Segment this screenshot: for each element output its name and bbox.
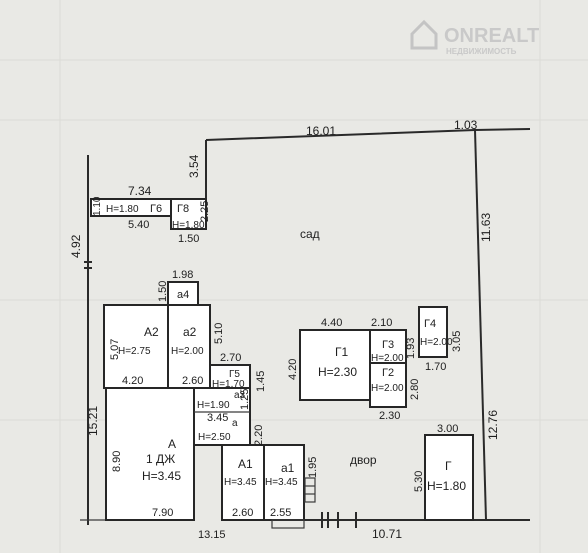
dim-g-height: 5.30 xyxy=(413,471,425,492)
room-a2-left xyxy=(103,304,169,389)
g3-height: H=2.00 xyxy=(371,353,404,364)
dim-a1-height: 1.95 xyxy=(307,457,319,478)
room-a1 xyxy=(221,444,265,521)
dim-g3-width: 2.10 xyxy=(371,317,392,329)
a1-lower-code: а1 xyxy=(281,461,295,475)
dim-g5-height: 1.45 xyxy=(255,371,267,392)
g-code: Г xyxy=(445,459,452,473)
dim-g6-height: 1.10 xyxy=(92,196,103,216)
dim-g1-width: 4.40 xyxy=(321,317,342,329)
dim-a2-bottom-left: 4.20 xyxy=(122,375,143,387)
dim-left-upper: 4.92 xyxy=(69,234,83,258)
g4-height: H=2.00 xyxy=(420,337,453,348)
dim-a2-height-left: 5.07 xyxy=(109,339,121,360)
a2-upper-height: H=2.75 xyxy=(118,346,151,357)
dim-g5-width: 2.70 xyxy=(220,352,241,364)
main-height: H=3.45 xyxy=(142,469,181,483)
porch-steps xyxy=(304,477,316,503)
dim-top-short: 1.03 xyxy=(454,118,478,132)
main-subtitle: 1 ДЖ xyxy=(146,452,175,466)
dim-g8-width: 1.50 xyxy=(178,233,199,245)
dim-g4-width: 1.70 xyxy=(425,361,446,373)
dim-a2-bottom-right: 2.60 xyxy=(182,375,203,387)
dim-g2-width: 2.30 xyxy=(379,410,400,422)
room-g xyxy=(424,434,474,521)
a-small-height: H=2.50 xyxy=(198,432,231,443)
a2-lower-height: H=2.00 xyxy=(171,346,204,357)
room-g8 xyxy=(170,198,207,230)
g2-height: H=2.00 xyxy=(371,383,404,394)
a-small-code: а xyxy=(232,418,238,429)
a4-code: а4 xyxy=(177,289,189,301)
g3-code: Г3 xyxy=(382,339,394,351)
dim-g6-inner: 5.40 xyxy=(128,219,149,231)
g1-height: H=2.30 xyxy=(318,365,357,379)
g-height: H=1.80 xyxy=(427,479,466,493)
garden-label: сад xyxy=(300,227,320,241)
dim-corner-height: 3.54 xyxy=(187,154,201,178)
g5-height: H=1.70 xyxy=(212,379,245,390)
dim-a1-small-width: 2.55 xyxy=(270,507,291,519)
dim-g2-height: 2.80 xyxy=(409,379,421,400)
room-a2-right xyxy=(167,304,211,389)
dim-left-lower: 15.21 xyxy=(86,406,100,436)
watermark: ONREALT НЕДВИЖИМОСТЬ xyxy=(410,19,539,56)
g1-code: Г1 xyxy=(335,345,348,359)
a1-upper-height: H=3.45 xyxy=(224,477,257,488)
dim-right-lower: 12.76 xyxy=(486,410,500,440)
dim-bottom-right: 10.71 xyxy=(372,527,402,541)
dim-top-long: 16.01 xyxy=(306,124,336,138)
yard-label: двор xyxy=(350,453,377,467)
g2-code: Г2 xyxy=(382,367,394,379)
dim-bottom-total: 13.15 xyxy=(198,529,226,541)
room-g4 xyxy=(418,306,448,358)
entry-step xyxy=(271,519,305,529)
dim-g-width: 3.00 xyxy=(437,423,458,435)
dim-g6-width: 7.34 xyxy=(128,184,152,198)
room-g1 xyxy=(299,329,371,401)
dim-main-height: 8.90 xyxy=(111,451,123,472)
g6-height: H=1.80 xyxy=(106,204,139,215)
dim-a2-height-right: 5.10 xyxy=(213,323,225,344)
dim-a1-width: 2.60 xyxy=(232,507,253,519)
dim-g3-height: 1.93 xyxy=(405,338,417,359)
main-code: А xyxy=(168,437,176,451)
a3-code: а3 xyxy=(234,390,246,401)
g8-height: H=1.80 xyxy=(172,220,205,231)
dim-a4-height: 1.50 xyxy=(157,281,169,302)
g8-code: Г8 xyxy=(177,203,189,215)
dim-a4-width: 1.98 xyxy=(172,269,193,281)
dim-main-width: 7.90 xyxy=(152,507,173,519)
dim-a-height: 2.20 xyxy=(253,425,265,446)
g5-code: Г5 xyxy=(229,369,240,380)
room-g2 xyxy=(369,362,407,408)
watermark-tagline: НЕДВИЖИМОСТЬ xyxy=(446,47,517,56)
lot-boundary xyxy=(80,128,531,525)
g4-code: Г4 xyxy=(424,318,436,330)
room-main-a xyxy=(105,387,195,521)
watermark-logo-icon xyxy=(410,19,438,50)
a1-lower-height: H=3.45 xyxy=(265,477,298,488)
dim-a3-height: 1.25 xyxy=(239,389,251,410)
watermark-brand: ONREALT xyxy=(444,25,539,47)
dim-g4-height: 3.05 xyxy=(451,331,463,352)
g6-code: Г6 xyxy=(150,203,162,215)
gate-marks xyxy=(84,261,357,528)
dim-g1-height: 4.20 xyxy=(287,359,299,380)
a3-height: H=1.90 xyxy=(197,400,230,411)
dim-g8-height: 2.25 xyxy=(199,201,211,222)
dim-a-width: 3.45 xyxy=(207,412,228,424)
a2-upper-code: А2 xyxy=(144,325,159,339)
a1-upper-code: А1 xyxy=(238,457,253,471)
dim-right-upper: 11.63 xyxy=(479,213,493,242)
a2-lower-code: а2 xyxy=(183,325,197,339)
